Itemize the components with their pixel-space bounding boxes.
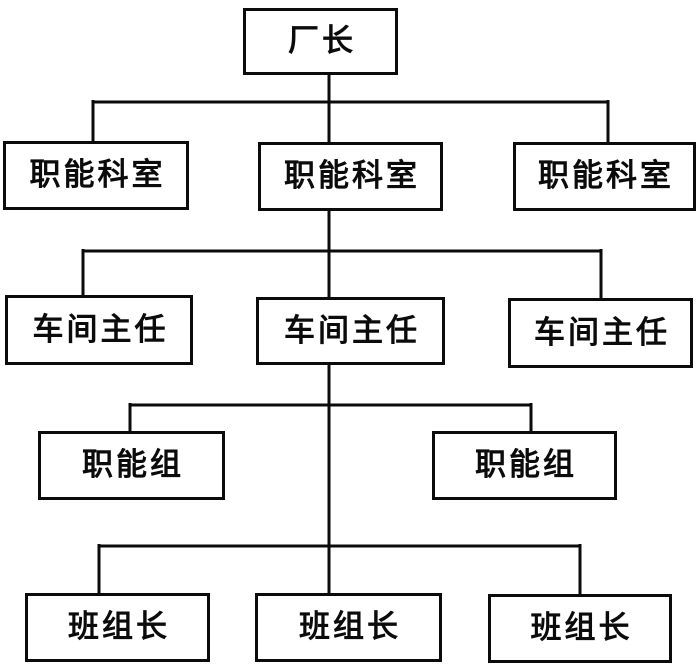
org-node-team-leader-middle: 班组长 [255, 593, 442, 662]
org-node-functional-office-left: 职能科室 [3, 141, 189, 210]
org-node-functional-office-right: 职能科室 [513, 142, 696, 211]
org-node-functional-group-left: 职能组 [38, 431, 225, 500]
org-node-team-leader-right: 班组长 [488, 594, 672, 663]
org-node-functional-office-middle: 职能科室 [258, 142, 443, 211]
org-node-functional-group-right: 职能组 [432, 431, 617, 500]
org-node-factory-director: 厂长 [243, 8, 398, 75]
org-node-workshop-director-middle: 车间主任 [256, 297, 445, 365]
org-node-workshop-director-left: 车间主任 [5, 295, 193, 365]
org-node-workshop-director-right: 车间主任 [508, 298, 693, 368]
org-node-team-leader-left: 班组长 [25, 593, 210, 662]
